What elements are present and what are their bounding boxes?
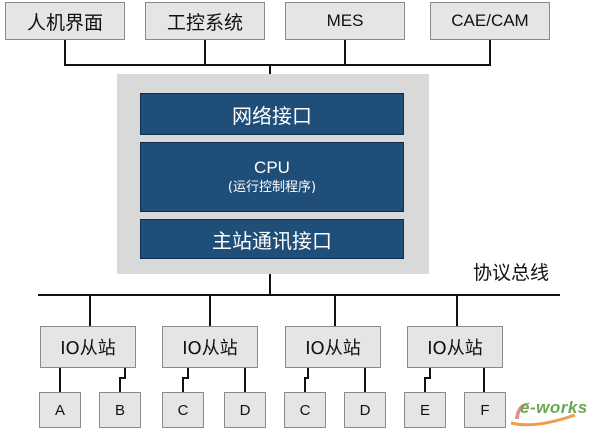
io-slave-4: IO从站: [407, 326, 503, 368]
top-system-mes: MES: [285, 2, 405, 40]
cpu-subtitle: (运行控制程序): [227, 180, 317, 195]
top-system-industrial-control: 工控系统: [145, 2, 265, 40]
device-d-2: D: [344, 392, 386, 428]
network-interface-label: 网络接口: [232, 103, 312, 128]
cpu-title: CPU: [254, 158, 290, 177]
top-system-hmi: 人机界面: [5, 2, 125, 40]
protocol-bus-label: 协议总线: [473, 262, 550, 284]
network-interface-block: 网络接口: [140, 93, 404, 135]
device-c-1: C: [162, 392, 204, 428]
device-c-2: C: [284, 392, 326, 428]
io-slave-3: IO从站: [285, 326, 381, 368]
cpu-block: CPU (运行控制程序): [140, 142, 404, 212]
device-a: A: [39, 392, 81, 428]
eworks-logo-swoosh: [510, 402, 576, 427]
master-interface-label: 主站通讯接口: [212, 228, 332, 253]
device-e: E: [404, 392, 446, 428]
device-b: B: [99, 392, 141, 428]
io-slave-2: IO从站: [162, 326, 258, 368]
eworks-watermark: e-works: [520, 398, 588, 417]
io-slave-1: IO从站: [40, 326, 136, 368]
master-interface-block: 主站通讯接口: [140, 219, 404, 259]
device-f: F: [464, 392, 506, 428]
device-d-1: D: [224, 392, 266, 428]
top-system-cae-cam: CAE/CAM: [430, 2, 550, 40]
